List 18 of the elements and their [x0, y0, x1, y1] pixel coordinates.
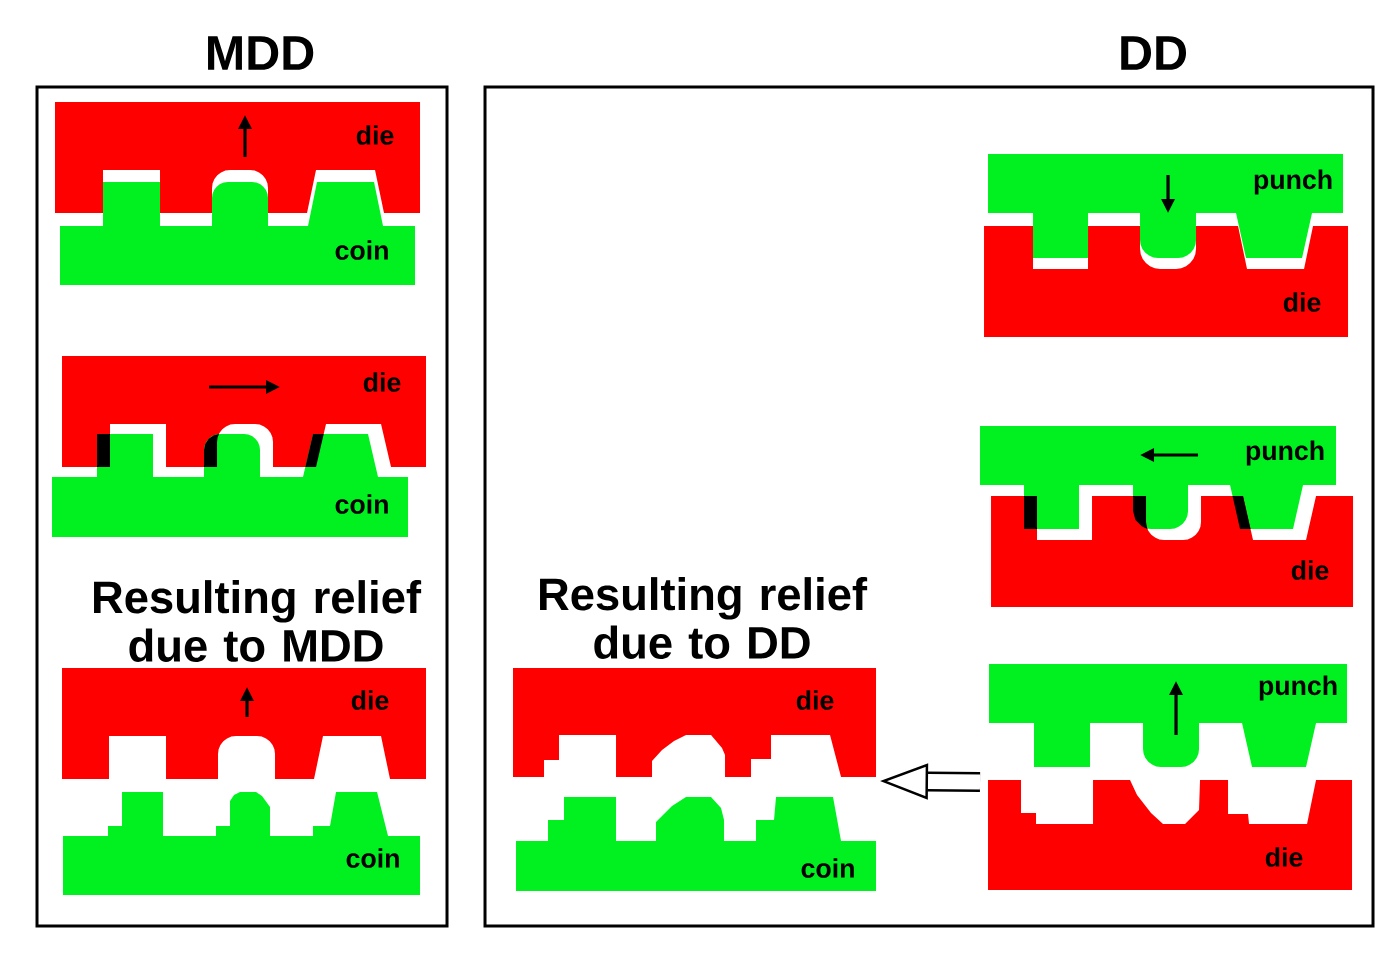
punch-block: punch — [988, 154, 1344, 258]
die-block: die — [513, 668, 876, 777]
punch-block: punch — [980, 426, 1337, 529]
die-block: die — [991, 496, 1354, 607]
die-block: die — [62, 356, 426, 467]
die-block: die — [988, 780, 1353, 890]
punch-block: punch — [989, 664, 1347, 767]
die-block: die — [55, 102, 420, 213]
node-label: DD — [1121, 36, 1187, 70]
die-block: die — [984, 226, 1349, 337]
coin-block: coin — [516, 797, 876, 891]
node-label: MDD — [208, 36, 314, 70]
relief-caption: Resulting relief due to MDD — [94, 580, 422, 662]
relief-caption: Resulting relief due to DD — [540, 577, 868, 659]
coin-block: coin — [63, 792, 420, 895]
coin-block: coin — [60, 182, 415, 285]
coin-block: coin — [52, 434, 408, 537]
die-block: die — [62, 668, 426, 779]
